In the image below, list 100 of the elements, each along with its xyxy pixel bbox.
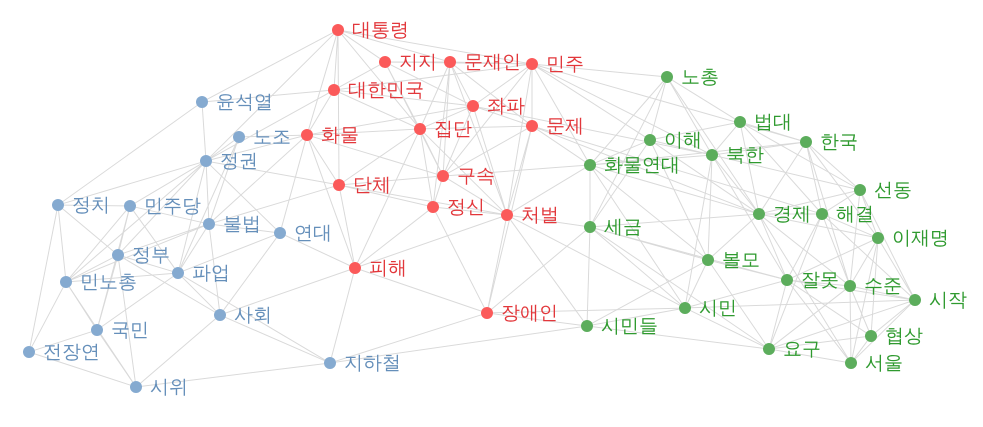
edge-line — [594, 230, 764, 346]
edge-line — [792, 280, 910, 300]
word-label: 시작 — [929, 288, 967, 312]
edge-line — [824, 219, 848, 281]
edge-line — [762, 218, 848, 358]
word-label: 시위 — [150, 375, 188, 399]
word-label: 화물연대 — [604, 153, 680, 177]
edge-line — [862, 194, 913, 296]
edge-line — [596, 214, 754, 227]
edge-line — [595, 142, 645, 164]
edge-line — [446, 68, 529, 172]
word-label: 민노총 — [80, 270, 137, 294]
edge-line — [508, 131, 531, 210]
word-label: 지지 — [399, 50, 437, 74]
edge-line — [98, 260, 117, 325]
word-label: 북한 — [726, 143, 764, 167]
edge-line — [760, 219, 786, 275]
edge-line — [308, 140, 354, 263]
edge-line — [792, 280, 844, 286]
edge-line — [687, 264, 706, 304]
word-label: 선동 — [874, 178, 912, 202]
edge-line — [686, 160, 712, 303]
edge-line — [214, 186, 334, 223]
edge-line — [592, 326, 764, 349]
edge-line — [492, 308, 680, 314]
edge-line — [770, 285, 786, 344]
edge-line — [537, 65, 801, 141]
edge-line — [360, 269, 482, 312]
word-label: 해결 — [836, 202, 874, 226]
word-label: 세금 — [604, 215, 642, 239]
edge-line — [452, 67, 506, 210]
edge-line — [773, 289, 846, 346]
edge-line — [452, 66, 471, 102]
edge-line — [339, 64, 527, 90]
edge-line — [281, 140, 306, 228]
edge-line — [534, 68, 588, 160]
word-label: 민주 — [546, 52, 584, 76]
word-label: 지하철 — [344, 351, 401, 375]
edge-line — [31, 286, 64, 348]
word-label: 노총 — [681, 65, 719, 89]
edge-line — [477, 67, 528, 103]
edge-line — [852, 243, 878, 358]
edge-line — [123, 256, 173, 272]
word-label: 정신 — [447, 195, 485, 219]
edge-line — [223, 237, 277, 311]
edge-line — [474, 111, 506, 210]
edge-line — [448, 178, 502, 212]
edge-line — [342, 32, 380, 60]
edge-line — [854, 304, 912, 360]
edge-line — [715, 126, 737, 151]
edge-line — [212, 138, 304, 220]
edge-line — [595, 166, 754, 213]
edge-line — [770, 219, 820, 344]
edge-line — [512, 215, 585, 227]
edge-line — [424, 132, 504, 212]
word-label: 대한민국 — [348, 78, 424, 102]
edge-line — [202, 108, 206, 156]
edge-line — [538, 64, 662, 77]
edge-line — [850, 292, 852, 358]
edge-line — [118, 211, 130, 250]
edge-line — [140, 318, 216, 384]
edge-line — [690, 310, 764, 347]
edge-line — [390, 64, 468, 104]
edge-line — [592, 308, 680, 326]
edge-line — [710, 264, 766, 345]
edge-line — [792, 282, 866, 334]
word-label: 문제 — [546, 114, 584, 138]
word-label: 수준 — [864, 274, 902, 298]
edge-line — [717, 156, 855, 190]
edge-line — [536, 66, 646, 138]
edge-line — [210, 34, 334, 158]
word-label: 대통령 — [352, 18, 409, 42]
edge-line — [30, 210, 58, 347]
word-label: 구속 — [457, 164, 495, 188]
edge-line — [745, 123, 801, 141]
edge-line — [182, 276, 216, 312]
edge-line — [179, 166, 205, 268]
edge-line — [536, 128, 586, 162]
edge-line — [510, 219, 584, 322]
word-label: 전장연 — [43, 340, 100, 364]
edge-line — [708, 160, 712, 254]
edge-line — [592, 170, 682, 304]
edge-line — [335, 314, 482, 362]
edge-line — [596, 142, 800, 165]
edge-line — [34, 331, 92, 351]
edge-line — [478, 107, 527, 125]
word-label: 처벌 — [521, 203, 559, 227]
edge-line — [454, 65, 528, 123]
edge-line — [98, 211, 129, 325]
edge-line — [335, 326, 582, 363]
edge-line — [343, 30, 527, 64]
edge-line — [536, 66, 708, 153]
word-label: 단체 — [353, 173, 391, 197]
edge-line — [855, 286, 910, 300]
edge-line — [826, 218, 912, 296]
edge-line — [343, 132, 416, 182]
word-label: 연대 — [294, 221, 332, 245]
edge-line — [594, 168, 704, 257]
edge-line — [62, 208, 114, 252]
word-label: 집단 — [434, 117, 472, 141]
